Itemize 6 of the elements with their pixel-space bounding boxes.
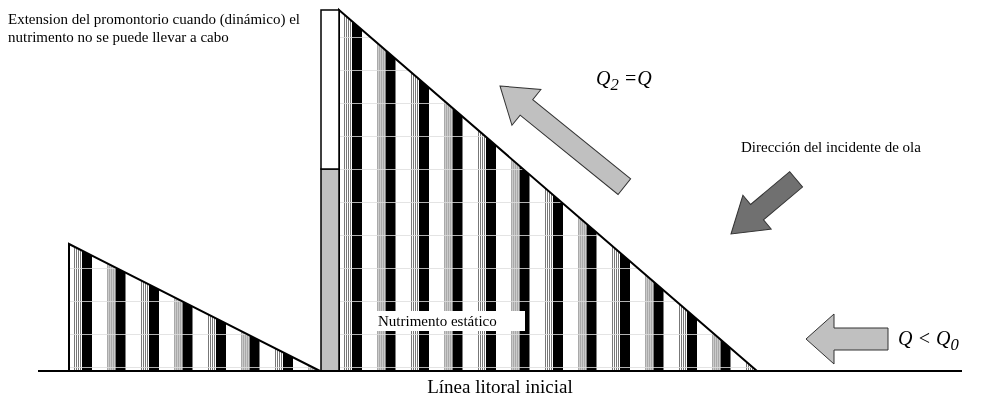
math-label: Q$_{2}$ =Q [596,66,653,95]
axis-caption: Línea litoral inicial [426,376,574,399]
math-label: Q < Q$_{0}$ [898,326,960,355]
annotation-text: Nutrimento estático [375,311,525,331]
annotation-text: Extension del promontorio cuando (dinámico) el nutrimento no se puede llevar a cabo [8,10,301,46]
annotation-text: Dirección del incidente de ola [741,138,922,156]
